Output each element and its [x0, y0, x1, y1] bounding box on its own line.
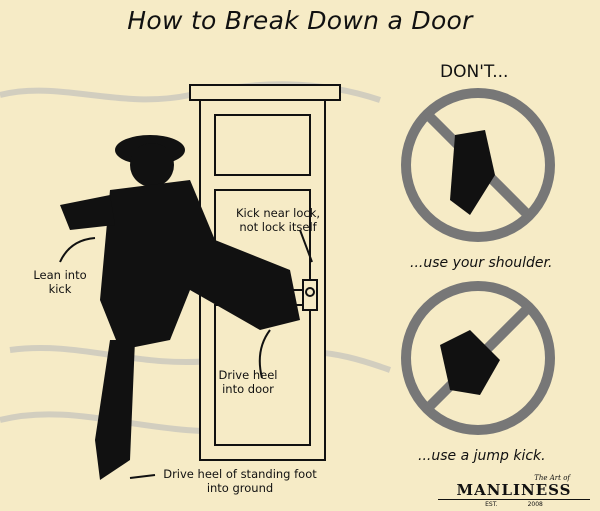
label-drive-heel-ground: Drive heel of standing foot into ground [163, 467, 317, 495]
dont-heading: DON'T... [440, 62, 509, 82]
annotation-arrows [59, 229, 313, 479]
logo: The Art of MANLINESS EST. 2008 [438, 474, 590, 508]
logo-est-row: EST. 2008 [485, 501, 543, 508]
label-lean-into-kick: Lean into kick [33, 268, 87, 296]
page-title: How to Break Down a Door [127, 6, 473, 35]
logo-year: 2008 [527, 501, 543, 508]
caption-jump-kick: ...use a jump kick. [418, 448, 546, 464]
logo-name: MANLINESS [438, 482, 590, 500]
label-kick-near-lock: Kick near lock, not lock itself [235, 206, 321, 234]
label-drive-heel-door: Drive heel into door [218, 368, 278, 396]
firefighter-figure [60, 135, 300, 480]
caption-shoulder: ...use your shoulder. [410, 255, 553, 271]
logo-est: EST. [485, 501, 498, 508]
logo-top: The Art of [534, 474, 570, 482]
